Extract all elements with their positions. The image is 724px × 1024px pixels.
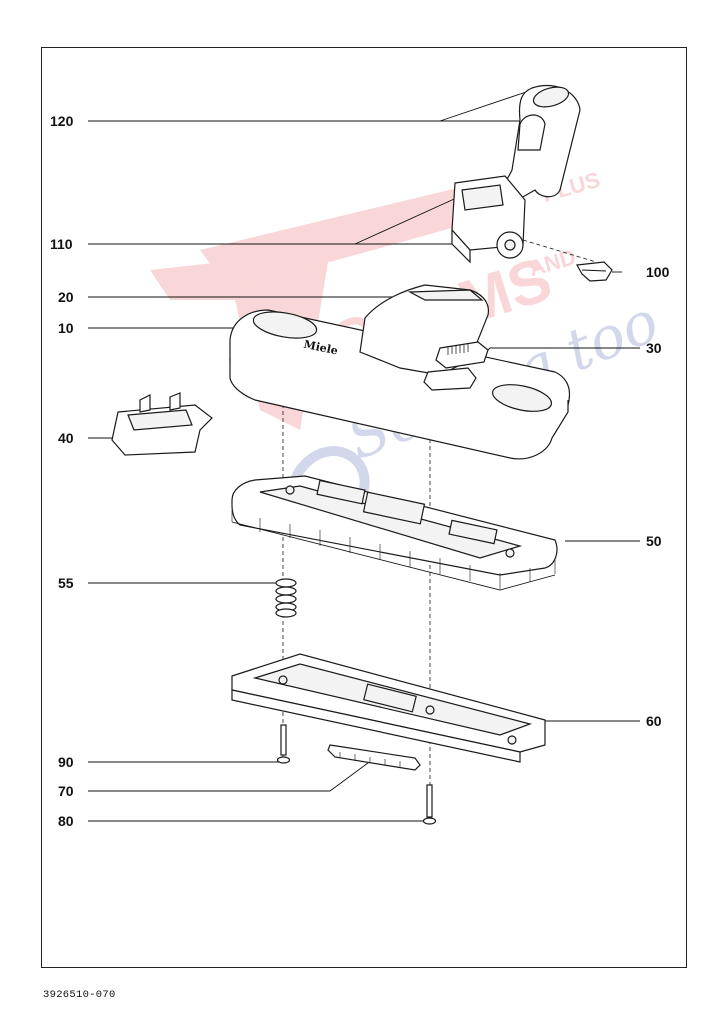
callout-40: 40 bbox=[58, 430, 74, 446]
part-10-nozzle-housing: Miele bbox=[229, 309, 571, 460]
part-110-joint bbox=[451, 175, 526, 264]
part-90-screw bbox=[276, 724, 291, 764]
callout-55: 55 bbox=[58, 575, 74, 591]
part-40-clip bbox=[111, 392, 213, 456]
callout-90: 90 bbox=[58, 754, 74, 770]
document-number: 3926510-070 bbox=[43, 989, 116, 1001]
callout-50: 50 bbox=[646, 533, 662, 549]
brush-bristles bbox=[231, 510, 556, 589]
callout-labels: 120 110 100 20 10 30 40 50 55 60 90 70 8… bbox=[50, 113, 670, 829]
callout-70: 70 bbox=[58, 783, 74, 799]
callout-10: 10 bbox=[58, 320, 74, 336]
callout-120: 120 bbox=[50, 113, 74, 129]
part-55-spring bbox=[275, 578, 297, 618]
drawing-frame bbox=[41, 47, 687, 968]
callout-20: 20 bbox=[58, 289, 74, 305]
part-50-brush-frame bbox=[231, 475, 558, 591]
part-70-brush-insert bbox=[327, 744, 421, 771]
callout-30: 30 bbox=[646, 340, 662, 356]
leader-lines bbox=[88, 88, 640, 822]
part-100-axle-pin bbox=[576, 261, 613, 282]
part-80-screw bbox=[422, 784, 437, 825]
part-30-latch-button bbox=[423, 341, 489, 391]
part-60-base-plate bbox=[231, 653, 546, 763]
callout-100: 100 bbox=[646, 264, 670, 280]
callout-80: 80 bbox=[58, 813, 74, 829]
callout-110: 110 bbox=[50, 236, 73, 252]
part-120-swivel-neck bbox=[496, 84, 581, 211]
callout-60: 60 bbox=[646, 713, 662, 729]
